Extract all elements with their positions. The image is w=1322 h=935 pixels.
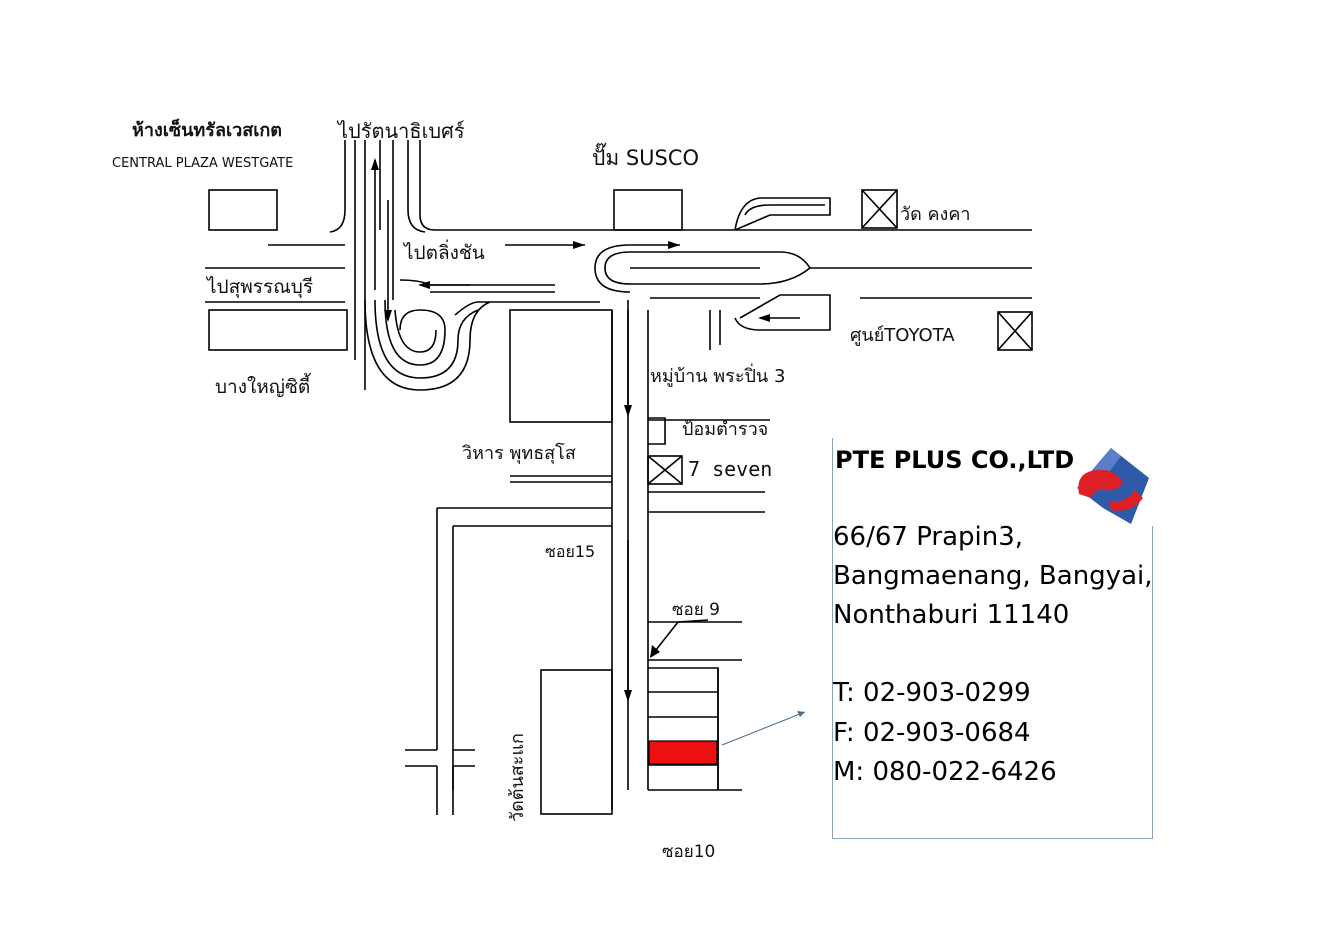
to-suphanburi-label: ไปสุพรรณบุรี (207, 276, 314, 298)
bangyai-city-label: บางใหญ่ซิตี้ (215, 376, 311, 398)
office-location-marker (648, 740, 718, 765)
company-logo-icon (1077, 448, 1149, 524)
wat-khongkha-label: วัด คงคา (900, 204, 971, 225)
mobile-number: M: 080-022-6426 (833, 757, 1057, 787)
vihara-label: วิหาร พุทธสุโส (462, 443, 576, 464)
central-westgate-thai-label: ห้างเซ็นทรัลเวสเกต (132, 120, 282, 141)
toyota-label: ศูนย์TOYOTA (850, 325, 955, 346)
police-box-label: ป้อมตำรวจ (682, 419, 769, 440)
company-name: PTE PLUS CO.,LTD (835, 446, 1075, 474)
company-info-card: PTE PLUS CO.,LTD 66/67 Prapin3, Bangmaen… (832, 438, 1153, 839)
seven-eleven-label: 7 seven (688, 457, 773, 481)
card-right-border (1152, 526, 1153, 839)
to-talingchan-label: ไปตลิ่งชัน (404, 242, 485, 264)
soi10-label: ซอย10 (662, 842, 716, 862)
soi9-label: ซอย 9 (672, 600, 720, 620)
fax-number: F: 02-903-0684 (833, 718, 1031, 748)
address-line-3: Nonthaburi 11140 (833, 600, 1070, 630)
soi15-label: ซอย15 (545, 542, 596, 561)
central-westgate-en-label: CENTRAL PLAZA WESTGATE (112, 156, 294, 171)
phone-number: T: 02-903-0299 (833, 678, 1031, 708)
to-rattanathibet-label: ไปรัตนาธิเบศร์ (338, 119, 465, 143)
address-line-2: Bangmaenang, Bangyai, (833, 561, 1153, 591)
susco-label: ปั๊ม SUSCO (592, 146, 700, 170)
village-label: หมู่บ้าน พระปิ่น 3 (650, 366, 786, 387)
wat-tonsake-label: วัดต้นสะแก (507, 733, 528, 822)
address-line-1: 66/67 Prapin3, (833, 522, 1024, 552)
